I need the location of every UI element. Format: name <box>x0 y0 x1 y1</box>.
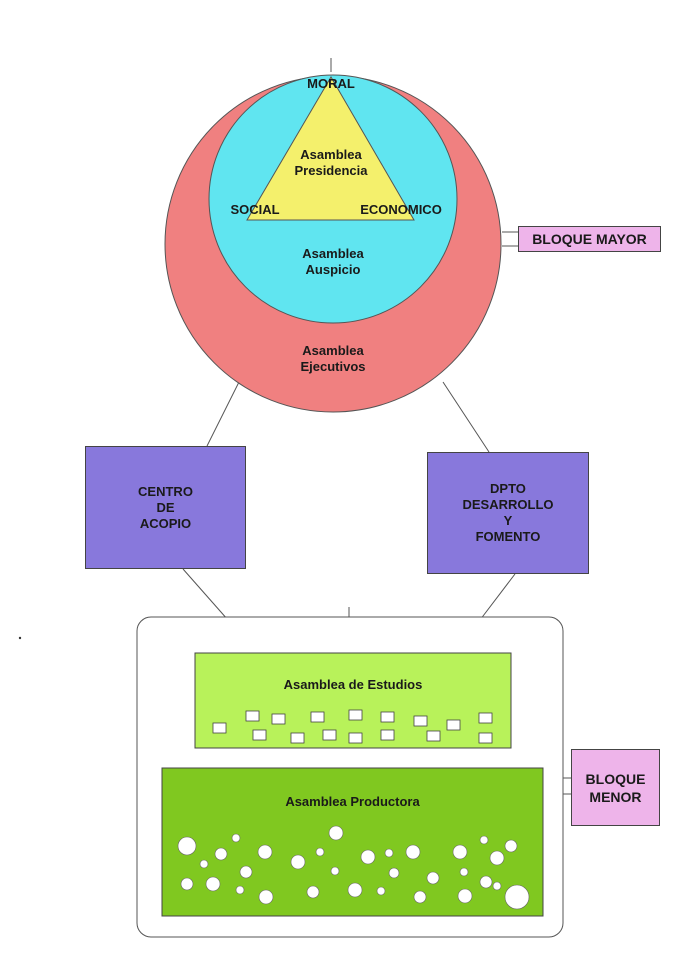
bubble <box>376 886 386 896</box>
label-asamblea-ejecutivos: Asamblea Ejecutivos <box>300 343 366 374</box>
small-square <box>348 709 363 721</box>
bubble <box>205 876 221 892</box>
bubble <box>330 866 340 876</box>
small-square <box>245 710 260 722</box>
small-square <box>348 732 363 744</box>
bubble <box>405 844 421 860</box>
small-square <box>271 713 286 725</box>
label-economico: ECONOMICO <box>360 202 442 217</box>
bloque-menor-label: BLOQUE MENOR <box>585 770 646 805</box>
label-social: SOCIAL <box>230 202 280 217</box>
bubble <box>479 835 489 845</box>
bloque-mayor-label: BLOQUE MAYOR <box>532 231 647 247</box>
bubble <box>479 875 493 889</box>
small-square <box>212 722 227 734</box>
bubble <box>239 865 253 879</box>
bubble <box>426 871 440 885</box>
bubble <box>384 848 394 858</box>
small-square <box>322 729 337 741</box>
asamblea-estudios-title: Asamblea de Estudios <box>283 677 423 692</box>
small-square <box>413 715 428 727</box>
bubble <box>231 833 241 843</box>
bubble <box>504 839 518 853</box>
label-asamblea-auspicio: Asamblea Auspicio <box>302 246 364 277</box>
bubble <box>347 882 363 898</box>
bubble <box>360 849 376 865</box>
bubble <box>328 825 344 841</box>
small-square <box>310 711 325 723</box>
centro-acopio-box: CENTRO DE ACOPIO <box>85 446 246 569</box>
centro-acopio-label: CENTRO DE ACOPIO <box>138 483 193 531</box>
bubble <box>258 889 274 905</box>
connector-dpto-to-bloque <box>479 573 516 621</box>
small-square <box>426 730 441 742</box>
estudios-squares-group <box>212 709 493 744</box>
bubble <box>180 877 194 891</box>
small-square <box>446 719 461 731</box>
small-square <box>478 712 493 724</box>
label-asamblea-presidencia: Asamblea Presidencia <box>294 147 368 178</box>
small-square <box>478 732 493 744</box>
bubble <box>388 867 400 879</box>
asamblea-estudios-box <box>194 652 512 749</box>
connector-circle-to-acopio <box>206 379 241 447</box>
bubble <box>457 888 473 904</box>
bubble <box>214 847 228 861</box>
label-moral: MORAL <box>307 76 355 91</box>
small-square <box>290 732 305 744</box>
triangle-presidencia <box>246 76 415 221</box>
bubble <box>306 885 320 899</box>
bubble <box>492 881 502 891</box>
bubble <box>315 847 325 857</box>
stray-dot <box>18 636 22 640</box>
small-square <box>252 729 267 741</box>
connector-acopio-to-bloque <box>182 568 229 621</box>
bloque-menor-tag: BLOQUE MENOR <box>571 749 660 826</box>
bubble <box>290 854 306 870</box>
connector-circle-to-dpto <box>442 381 490 453</box>
productora-circles-group <box>177 825 530 910</box>
small-square <box>380 711 395 723</box>
bubble <box>459 867 469 877</box>
dpto-desarrollo-label: DPTO DESARROLLO Y FOMENTO <box>462 481 554 544</box>
bubble <box>235 885 245 895</box>
asamblea-productora-title: Asamblea Productora <box>285 794 420 809</box>
bubble <box>504 884 530 910</box>
bubble <box>177 836 197 856</box>
bubble <box>199 859 209 869</box>
bloque-mayor-tag: BLOQUE MAYOR <box>518 226 661 252</box>
bubble <box>257 844 273 860</box>
dpto-desarrollo-box: DPTO DESARROLLO Y FOMENTO <box>427 452 589 574</box>
bubble <box>452 844 468 860</box>
small-square <box>380 729 395 741</box>
bubble <box>413 890 427 904</box>
bubble <box>489 850 505 866</box>
